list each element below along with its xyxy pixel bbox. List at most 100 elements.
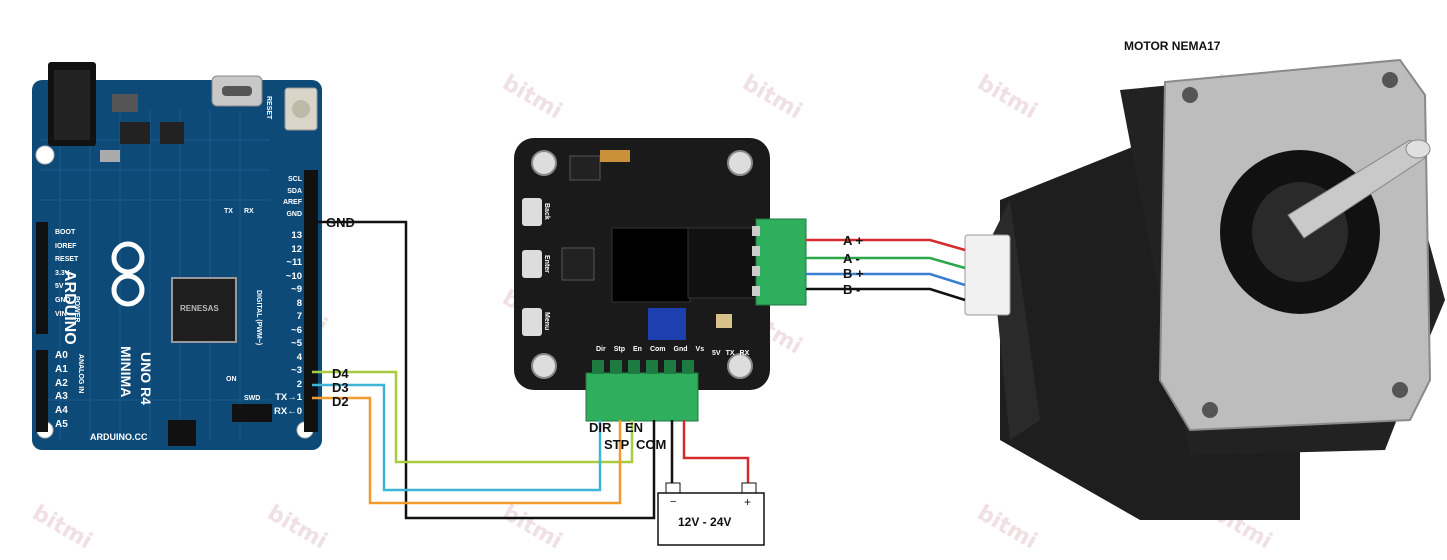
terminal-pin-label: En [633, 346, 642, 353]
digital-pin-number: 13 [291, 230, 302, 241]
side-label: TX [725, 350, 735, 357]
terminal-pin-label: Gnd [673, 346, 688, 353]
power-pin-labels: BOOT IOREF RESET 3.3V 5V GND VIN [55, 226, 78, 321]
oled-display [611, 227, 691, 303]
digital-pin-number: ~5 [291, 338, 302, 349]
mounting-hole [531, 150, 557, 176]
side-label: 5V [712, 350, 721, 357]
mounting-hole [727, 150, 753, 176]
digital-pin-number: ~11 [286, 257, 302, 268]
label-d3: D3 [332, 380, 349, 395]
menu-button [522, 308, 542, 336]
wire-d3 [312, 383, 602, 492]
arduino-logo [111, 241, 145, 307]
power-pin-label: RESET [55, 256, 79, 264]
wires [312, 220, 966, 520]
digital-pin-number: 12 [291, 243, 302, 255]
driver-side-labels: 5V TX RX [712, 350, 749, 357]
digital-pin-number: ~6 [291, 324, 302, 336]
digital-pin-number: 7 [296, 311, 302, 322]
mounting-hole [531, 353, 557, 379]
digital-top-label: SDA [287, 187, 302, 195]
label-d2: D2 [332, 394, 349, 409]
power-pin-label: GND [55, 296, 71, 304]
on-label: ON [226, 376, 237, 383]
supply-minus: − [670, 496, 677, 508]
power-supply [657, 482, 765, 546]
terminal-pin-label: Stp [613, 346, 626, 353]
driver-terminal-labels: Dir Stp En Com Gnd Vs [596, 346, 704, 353]
digital-pin-number: 4 [296, 351, 302, 363]
digital-pin-numbers: 13 12 ~11 ~10 ~9 8 7 ~6 ~5 4 ~3 2 TX→1 R… [272, 229, 302, 418]
digital-pin-number: ~9 [291, 284, 302, 295]
rx-label: RX [244, 208, 254, 215]
potentiometer [648, 308, 686, 340]
power-pin-label: IOREF [55, 242, 77, 250]
analog-pin-label: A5 [55, 418, 68, 430]
analog-pin-label: A4 [55, 405, 68, 417]
side-label: RX [739, 350, 750, 357]
label-b-plus: B + [843, 266, 864, 281]
wire-d4 [312, 370, 634, 464]
analog-pin-label: A2 [55, 377, 68, 389]
wire-supply-pos [682, 420, 750, 485]
digital-pin-number: ~10 [285, 270, 302, 282]
enter-button [522, 250, 542, 278]
supply-plus: + [744, 495, 752, 509]
label-gnd: GND [326, 215, 355, 230]
analog-header-label: ANALOG IN [77, 354, 84, 394]
driver-back-label: Back [543, 203, 550, 220]
driver-enter-label: Enter [543, 255, 550, 273]
label-a-plus: A + [843, 233, 864, 248]
wire-a-minus [806, 256, 966, 270]
digital-top-label: GND [286, 210, 302, 218]
power-pin-label: VIN [55, 310, 67, 318]
label-b-minus: B - [843, 282, 861, 297]
supply-voltage-label: 12V - 24V [678, 515, 732, 529]
digital-pin-number: ~3 [291, 365, 302, 376]
motor-title: MOTOR NEMA17 [1124, 39, 1221, 53]
mcu-chip [171, 277, 237, 343]
terminal-pin-label: Com [649, 346, 666, 353]
motor-terminal [755, 218, 807, 306]
icsp-header [168, 420, 196, 446]
analog-pin-label: A0 [55, 350, 68, 361]
terminal-pin-label: Vs [695, 346, 705, 353]
digital-top-label: SCL [288, 176, 302, 183]
digital-pin-number: TX→1 [275, 392, 302, 403]
analog-header [36, 350, 48, 432]
back-button [522, 198, 542, 226]
arduino-model: UNO R4 [138, 352, 154, 405]
label-en: EN [625, 420, 644, 435]
arduino-variant: MINIMA [118, 346, 134, 398]
tx-label: TX [224, 208, 233, 215]
digital-top-label: AREF [282, 199, 302, 206]
power-pin-label: BOOT [55, 229, 76, 236]
label-a-minus: A - [843, 251, 860, 266]
wire-d2 [312, 396, 622, 505]
terminal-pin-label: Dir [596, 346, 606, 353]
mounting-hole [727, 353, 753, 379]
chip-text: RENESAS [180, 304, 219, 313]
label-d4: D4 [332, 366, 349, 381]
reset-label: RESET [265, 96, 272, 120]
wire-a-plus [806, 238, 966, 252]
stepper-driver [514, 138, 807, 422]
digital-pin-number: 2 [296, 378, 302, 390]
swd-header [232, 404, 272, 422]
power-header [36, 222, 48, 334]
analog-pin-labels: A0 A1 A2 A3 A4 A5 [55, 349, 68, 432]
analog-pin-label: A1 [55, 363, 68, 375]
arduino-board [32, 62, 322, 450]
digital-top-labels: SCL SDA AREF GND [282, 174, 302, 220]
label-com: COM [636, 437, 667, 452]
label-dir: DIR [589, 420, 612, 435]
motor-connector [964, 234, 1011, 316]
swd-label: SWD [244, 395, 261, 402]
digital-header-label: DIGITAL (PWM~) [255, 290, 262, 346]
digital-pin-number: 8 [296, 297, 302, 309]
label-stp: STP [604, 437, 630, 452]
driver-menu-label: Menu [543, 312, 550, 331]
digital-pin-number: RX←0 [274, 405, 302, 417]
